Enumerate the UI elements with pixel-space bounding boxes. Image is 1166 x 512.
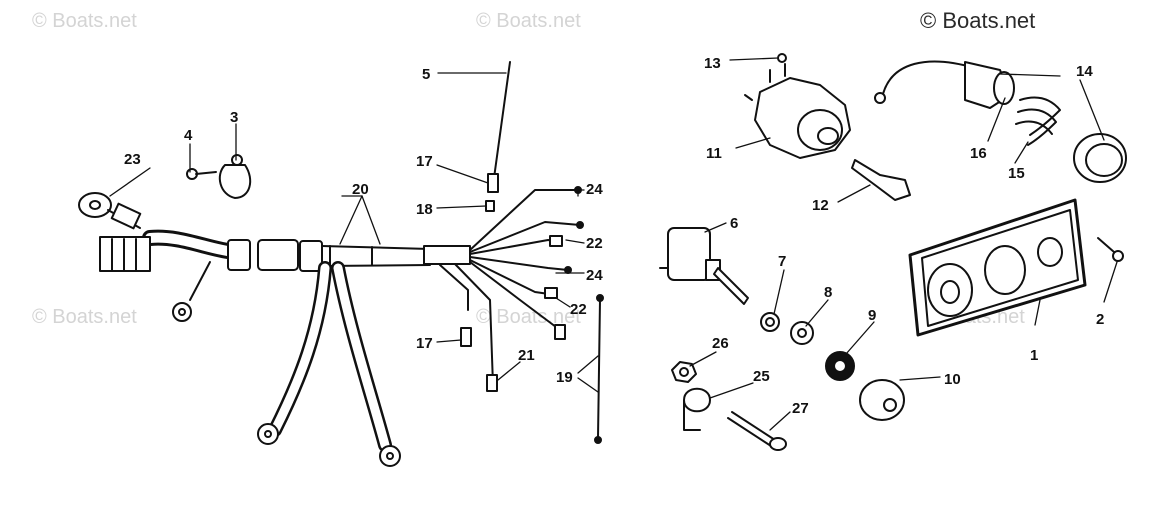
callout-12: 12 (812, 197, 829, 214)
callout-7: 7 (778, 253, 786, 270)
callout-18: 18 (416, 201, 433, 218)
callout-27: 27 (792, 400, 809, 417)
clamp-drawing (186, 154, 252, 199)
copyright-watermark: © Boats.net (920, 8, 1036, 33)
callout-6: 6 (730, 215, 738, 232)
watermark: © Boats.net (476, 306, 581, 328)
callout-15: 15 (1008, 165, 1025, 182)
callout-13: 13 (704, 55, 721, 72)
callout-24: 24 (586, 267, 603, 284)
callout-22: 22 (570, 301, 587, 318)
callout-1: 1 (1030, 347, 1038, 364)
callout-14: 14 (1076, 63, 1093, 80)
callout-20: 20 (352, 181, 369, 198)
toggle-switch-drawing (659, 227, 749, 305)
callout-25: 25 (753, 368, 770, 385)
watermark: © Boats.net (32, 10, 137, 32)
callout-2: 2 (1096, 311, 1104, 328)
watermark: © Boats.net (32, 306, 137, 328)
ignition-switch-drawing (744, 53, 911, 201)
callout-19: 19 (556, 369, 573, 386)
callout-11: 11 (706, 145, 722, 162)
callout-10: 10 (944, 371, 961, 388)
callout-3: 3 (230, 109, 238, 126)
callout-17: 17 (416, 335, 433, 352)
callout-23: 23 (124, 151, 141, 168)
watermark: © Boats.net (476, 10, 581, 32)
wire-leads-drawing (460, 61, 604, 444)
callout-16: 16 (970, 145, 987, 162)
callout-26: 26 (712, 335, 729, 352)
leader-lines (109, 57, 1118, 431)
wire-harness-drawing (99, 186, 584, 467)
hardware-drawing (671, 312, 905, 451)
callout-21: 21 (518, 347, 535, 364)
callout-24: 24 (586, 181, 603, 198)
callout-22: 22 (586, 235, 603, 252)
callout-labels: 1 2 3 4 5 6 7 8 9 10 11 12 13 14 15 16 1… (124, 55, 1104, 417)
warning-horn-drawing (874, 60, 1127, 183)
callout-17: 17 (416, 153, 433, 170)
switch-panel-drawing (908, 198, 1124, 337)
callout-8: 8 (824, 284, 832, 301)
callout-5: 5 (422, 66, 430, 83)
ring-terminal-drawing (78, 192, 142, 230)
callout-4: 4 (184, 127, 193, 144)
callout-9: 9 (868, 307, 876, 324)
